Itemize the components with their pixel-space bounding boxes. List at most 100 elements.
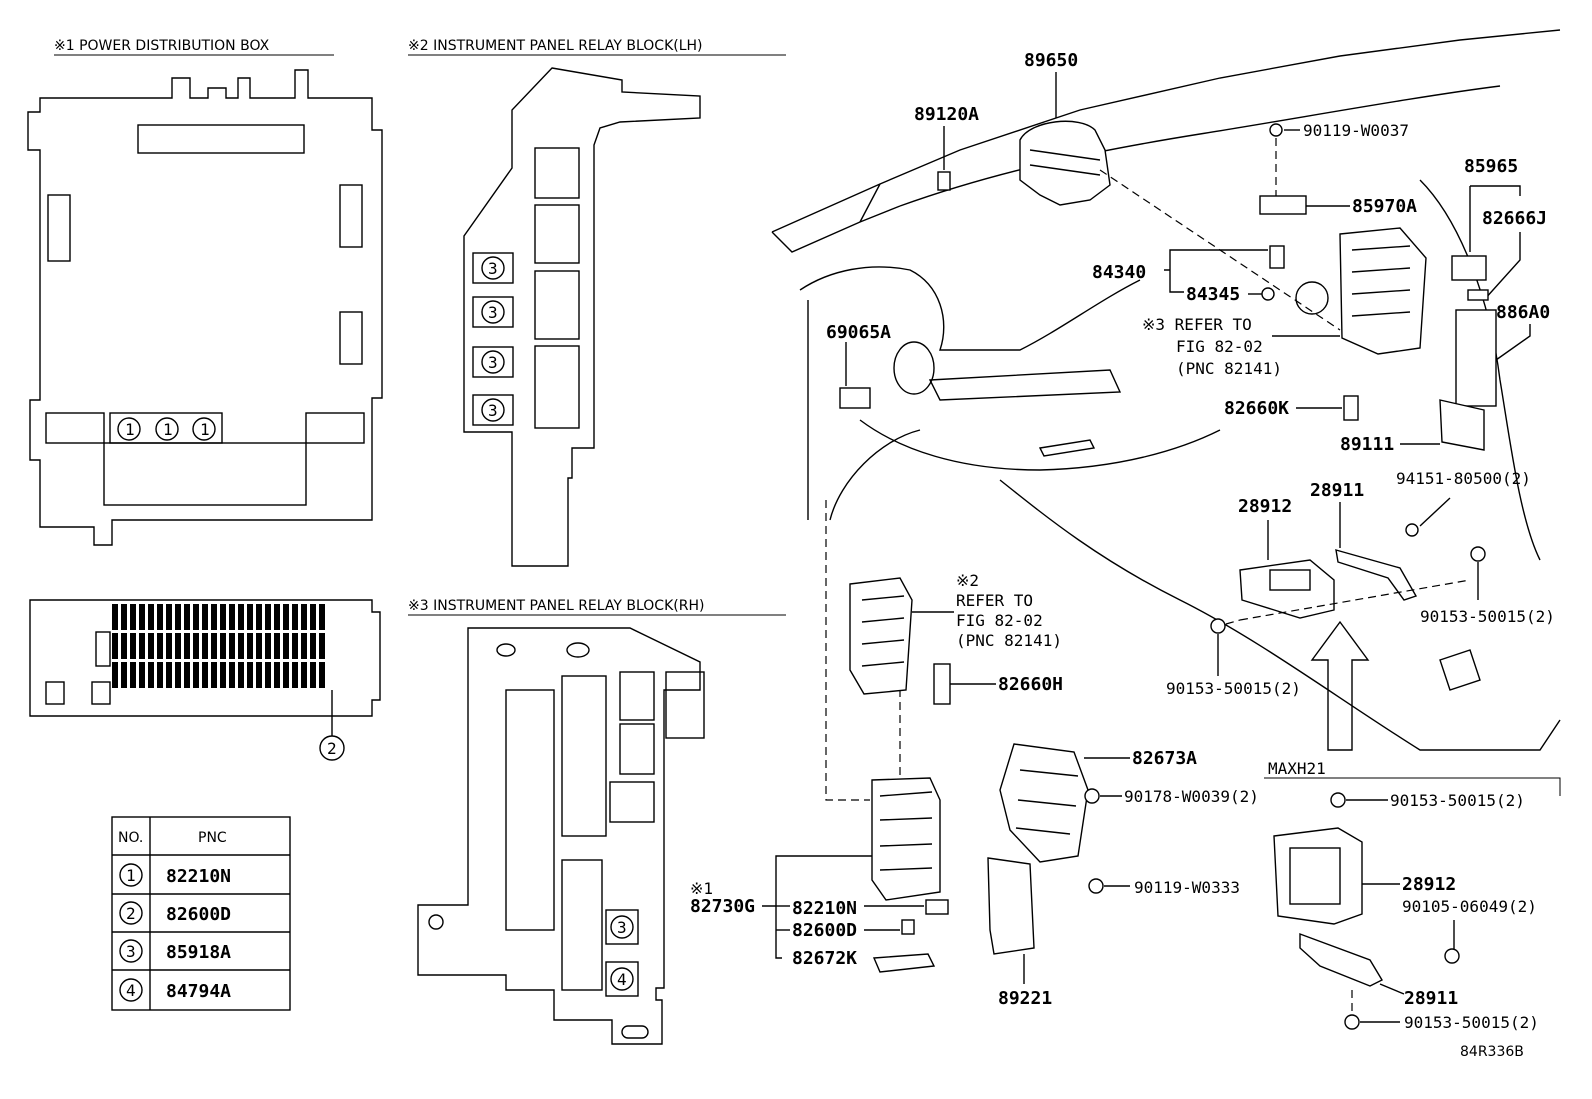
callout-85970A: 85970A: [1352, 196, 1417, 217]
marker-1: 1: [125, 420, 135, 439]
fuse-cell: [256, 633, 262, 659]
table-header-no: NO.: [118, 830, 143, 846]
fuse-cell: [112, 633, 118, 659]
pnc-table: NO. PNC 1 82210N 2 82600D 3 85918A 4 847…: [111, 816, 291, 1011]
callout-90178-W0039: 90178-W0039(2): [1124, 787, 1259, 806]
table-row-pnc: 85918A: [166, 942, 231, 963]
dash-vent: [1038, 439, 1096, 457]
bolt-shape: [1088, 878, 1104, 894]
fuse-cell: [148, 604, 154, 630]
part-89650-shape: [1019, 120, 1111, 206]
callout-84345: 84345: [1186, 284, 1240, 305]
callout-90153-50015-c: 90153-50015(2): [1390, 791, 1525, 810]
fuse-cell: [193, 633, 199, 659]
relay-slot: [609, 781, 655, 823]
bolt-shape: [1269, 123, 1283, 137]
marker-3: 3: [488, 401, 498, 420]
fuse-cell: [292, 633, 298, 659]
table-row-pnc: 84794A: [166, 981, 231, 1002]
ref3-line3: (PNC 82141): [1176, 359, 1282, 378]
callout-90153-50015-a: 90153-50015(2): [1166, 679, 1301, 698]
right-panel: [1439, 649, 1481, 691]
marker-3: 3: [488, 259, 498, 278]
fuse-cell: [247, 633, 253, 659]
leader-line: [762, 855, 872, 959]
fuse-cell: [274, 604, 280, 630]
callout-69065A: 69065A: [826, 322, 891, 343]
fuse-cell: [148, 633, 154, 659]
fuse-cell: [211, 633, 217, 659]
table-row-no: 3: [126, 942, 136, 961]
fuse-cell: [220, 662, 226, 688]
callout-90119-W0037: 90119-W0037: [1303, 121, 1409, 140]
fuse-cell: [175, 604, 181, 630]
fuse-cell: [121, 604, 127, 630]
relay-block-lh-mount: [849, 577, 913, 695]
fuse-cell: [139, 633, 145, 659]
air-vent: [893, 341, 935, 395]
callout-85965: 85965: [1464, 156, 1518, 177]
part-69065A-shape: [839, 387, 871, 409]
bolt-shape: [1084, 788, 1100, 804]
fuse-cell: [184, 604, 190, 630]
fuse-cell: [238, 604, 244, 630]
fuse-bay: [109, 412, 223, 444]
dash-line: [1099, 169, 1341, 331]
fuse-cell: [319, 662, 325, 688]
connector-slot: [47, 194, 71, 262]
callout-82666J: 82666J: [1482, 208, 1547, 229]
fuse-cell: [166, 604, 172, 630]
part-detail: [1015, 769, 1079, 835]
row-marker-circle: [119, 901, 143, 925]
part-82210N-shape: [925, 899, 949, 915]
part-89221-shape: [987, 857, 1035, 955]
fuse-cell: [193, 662, 199, 688]
housing-recess: [45, 412, 105, 444]
fuse-cell: [130, 633, 136, 659]
fuse-cell: [193, 604, 199, 630]
fuse-cell: [121, 633, 127, 659]
relay-slot: [534, 270, 580, 340]
side-tab: [95, 631, 111, 667]
part-detail: [1351, 245, 1411, 317]
fuse-cell: [265, 633, 271, 659]
callout-82660K: 82660K: [1224, 398, 1289, 419]
bolt-shape: [1444, 948, 1460, 964]
callout-89650: 89650: [1024, 50, 1078, 71]
fuse-cell: [211, 662, 217, 688]
fuse-cell: [202, 604, 208, 630]
dash-line: [825, 500, 870, 801]
fuse-cell: [175, 662, 181, 688]
connector-slot: [339, 184, 363, 248]
fuse-cell: [301, 662, 307, 688]
ref3-line2: FIG 82-02: [1176, 337, 1263, 356]
fuse-cell: [130, 604, 136, 630]
relay-block-rh-body: [417, 627, 701, 1045]
fuse-cell: [310, 604, 316, 630]
dashboard-surface: [899, 85, 1501, 207]
row-marker-circle: [119, 939, 143, 963]
part-89120A-shape: [937, 171, 951, 191]
label-plate: [137, 124, 305, 154]
callout-94151-80500: 94151-80500(2): [1396, 469, 1531, 488]
fuse-cell: [319, 633, 325, 659]
part-detail: [1029, 149, 1101, 176]
callout-89221: 89221: [998, 988, 1052, 1009]
part-28912-unit-bottom: [1273, 827, 1363, 925]
fuse-cell: [148, 662, 154, 688]
part-detail: [861, 595, 905, 667]
relay-slot: [534, 147, 580, 199]
dashboard-outline: [771, 29, 1561, 233]
fuse-cell: [184, 633, 190, 659]
fuse-cell: [157, 604, 163, 630]
fuse-cell: [274, 662, 280, 688]
fuse-cell: [229, 662, 235, 688]
part-28911-bracket-top: [1335, 549, 1418, 601]
side-foot: [45, 681, 65, 705]
fuse-cell: [319, 604, 325, 630]
row-marker-circle: [119, 863, 143, 887]
callout-28911-bottom: 28911: [1404, 988, 1458, 1009]
fuse-cell: [121, 662, 127, 688]
